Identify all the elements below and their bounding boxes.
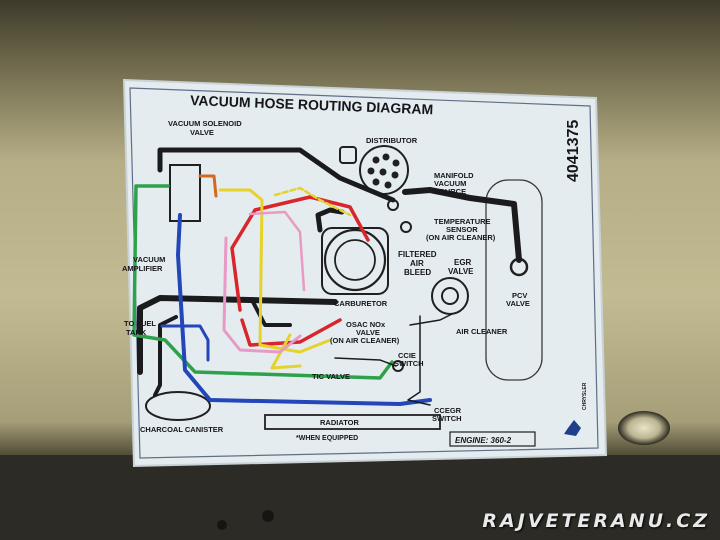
label-vacuum-solenoid-valve: VACUUM SOLENOID VALVE bbox=[168, 119, 244, 137]
label-tic-valve: TIC VALVE bbox=[312, 372, 350, 381]
air-cleaner-outline bbox=[485, 179, 543, 381]
label-engine: ENGINE: 360-2 bbox=[455, 436, 512, 445]
part-number: 4041375 bbox=[565, 120, 582, 182]
egr-valve-shape bbox=[431, 277, 469, 315]
decal-sticker bbox=[122, 78, 608, 468]
watermark-text: RAJVETERANU.CZ bbox=[482, 510, 710, 532]
svg-text:CHRYSLER: CHRYSLER bbox=[582, 382, 588, 410]
label-to-fuel-tank: TO FUEL TANK bbox=[124, 319, 158, 337]
label-manifold-vacuum-source: MANIFOLD VACUUM SOURCE bbox=[434, 171, 476, 196]
label-filtered-air-bleed: FILTERED AIR BLEED bbox=[398, 250, 439, 277]
carburetor-shape bbox=[321, 227, 389, 295]
label-distributor: DISTRIBUTOR bbox=[366, 136, 418, 145]
label-ccegr-switch: CCEGR SWITCH bbox=[432, 406, 463, 423]
label-radiator: RADIATOR bbox=[320, 418, 359, 427]
label-temperature-sensor: TEMPERATURE SENSOR (ON AIR CLEANER) bbox=[426, 217, 496, 242]
label-charcoal-canister: CHARCOAL CANISTER bbox=[140, 425, 224, 434]
label-carburetor: CARBURETOR bbox=[334, 299, 388, 308]
hood-hole bbox=[618, 411, 670, 445]
radiator-shape bbox=[264, 414, 441, 430]
charcoal-canister-shape bbox=[145, 391, 211, 421]
label-ccie-switch: CCIE SWITCH bbox=[394, 351, 424, 368]
label-vacuum-amplifier: VACUUM AMPLIFIER bbox=[122, 255, 167, 273]
vacuum-solenoid-shape bbox=[169, 164, 201, 222]
label-pcv-valve: PCV VALVE bbox=[506, 291, 530, 308]
label-air-cleaner: AIR CLEANER bbox=[456, 327, 508, 336]
chrysler-logo: CHRYSLER bbox=[564, 382, 588, 436]
label-osac-valve: OSAC NOx VALVE (ON AIR CLEANER) bbox=[330, 320, 400, 345]
label-when-equipped: *WHEN EQUIPPED bbox=[296, 435, 358, 442]
vacuum-hoses bbox=[132, 147, 522, 406]
label-egr-valve: EGR VALVE bbox=[448, 258, 474, 276]
